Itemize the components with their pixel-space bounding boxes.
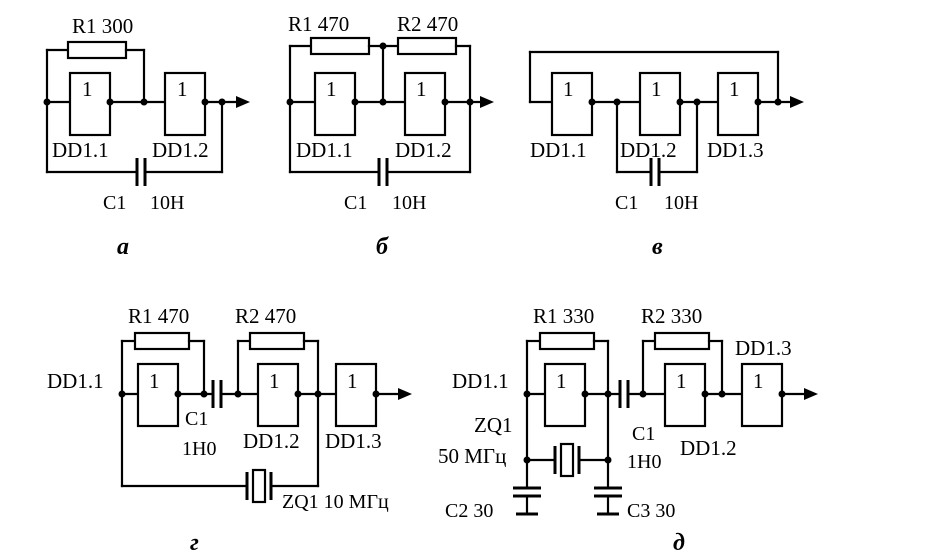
gate-dd1-2-symbol: 1	[177, 77, 188, 101]
r1-label: R1 330	[533, 304, 594, 328]
r1-label: R1 300	[72, 14, 133, 38]
panel-b: R1 470 R2 470 1 1 DD1.1 DD1.2 C1 10Н б	[286, 12, 494, 260]
panel-g: R1 470 R2 470 DD1.1 1 1 1 C1 1Н0 DD1.2 D…	[47, 304, 412, 551]
resistor-r2	[653, 331, 711, 351]
c1-name-label: C1	[615, 192, 638, 214]
resistor-r1	[66, 40, 128, 60]
gate-dd1-2	[163, 71, 207, 137]
resistor-r1	[309, 36, 371, 56]
panel-letter-d: д	[673, 530, 685, 551]
c1-value-label: 10Н	[150, 192, 184, 214]
c1-value-label: 10Н	[664, 192, 698, 214]
c1-value-label: 1Н0	[182, 438, 216, 460]
r1-label: R1 470	[288, 12, 349, 36]
dd1-3-label: DD1.3	[707, 138, 764, 162]
output-arrow	[804, 388, 818, 400]
gate-dd1-3	[334, 362, 378, 428]
gate-dd1-2	[663, 362, 707, 428]
c3-label: C3 30	[627, 500, 675, 522]
gate-dd1-1	[136, 362, 180, 428]
gate-dd1-1	[313, 71, 357, 137]
output-arrow	[480, 96, 494, 108]
dd1-1-input-label: DD1.1	[452, 369, 509, 393]
resistor-r1	[133, 331, 191, 351]
gate-dd1-2-symbol: 1	[676, 369, 687, 393]
dd1-1-label: DD1.1	[530, 138, 587, 162]
output-arrow	[236, 96, 250, 108]
gate-dd1-2	[638, 71, 682, 137]
output-arrow	[398, 388, 412, 400]
dd1-3-label: DD1.3	[735, 336, 792, 360]
gate-dd1-2-symbol: 1	[416, 77, 427, 101]
dd1-1-label: DD1.1	[52, 138, 109, 162]
zq1-label: ZQ1 10 МГц	[282, 491, 389, 513]
r2-label: R2 330	[641, 304, 702, 328]
c1-value-label: 10Н	[392, 192, 426, 214]
zq1-value-label: 50 МГц	[438, 444, 506, 468]
gate-dd1-1-symbol: 1	[556, 369, 567, 393]
dd1-3-label: DD1.3	[325, 429, 382, 453]
dd1-2-label: DD1.2	[680, 436, 737, 460]
dd1-2-label: DD1.2	[243, 429, 300, 453]
gate-dd1-1-symbol: 1	[563, 77, 574, 101]
r1-label: R1 470	[128, 304, 189, 328]
c1-value-label: 1Н0	[627, 451, 661, 473]
panel-a: R1 300 1 1 DD1.1 DD1.2 C1 10Н а	[43, 14, 250, 260]
gate-dd1-1-symbol: 1	[82, 77, 93, 101]
dd1-2-label: DD1.2	[620, 138, 677, 162]
resistor-r2	[248, 331, 306, 351]
panel-d: R1 330 R2 330 DD1.3 DD1.1 1 1 1 ZQ1 50 М…	[438, 304, 818, 551]
resistor-r2	[396, 36, 458, 56]
panel-letter-b: б	[376, 234, 389, 260]
c2-label: C2 30	[445, 500, 493, 522]
crystal-zq1	[251, 468, 267, 504]
c1-name-label: C1	[344, 192, 367, 214]
zq1-name-label: ZQ1	[474, 413, 513, 437]
gate-dd1-2-symbol: 1	[651, 77, 662, 101]
gate-dd1-3-symbol: 1	[729, 77, 740, 101]
r2-label: R2 470	[235, 304, 296, 328]
panel-letter-g: г	[190, 530, 199, 551]
c1-name-label: C1	[103, 192, 126, 214]
panel-letter-a: а	[117, 234, 129, 260]
dd1-1-label: DD1.1	[296, 138, 353, 162]
gate-dd1-1	[550, 71, 594, 137]
crystal-zq1	[559, 442, 575, 478]
gate-dd1-1-symbol: 1	[326, 77, 337, 101]
dd1-1-input-label: DD1.1	[47, 369, 104, 393]
gate-dd1-2-symbol: 1	[269, 369, 280, 393]
output-arrow	[790, 96, 804, 108]
c1-name-label: C1	[185, 408, 208, 430]
c1-name-label: C1	[632, 423, 655, 445]
dd1-2-label: DD1.2	[395, 138, 452, 162]
r2-label: R2 470	[397, 12, 458, 36]
panel-letter-v: в	[652, 234, 663, 260]
gate-dd1-1-symbol: 1	[149, 369, 160, 393]
dd1-2-label: DD1.2	[152, 138, 209, 162]
panel-v: 1 1 1 DD1.1 DD1.2 DD1.3 C1 10Н в	[528, 50, 804, 260]
gate-dd1-3-symbol: 1	[347, 369, 358, 393]
resistor-r1	[538, 331, 596, 351]
gate-dd1-3-symbol: 1	[753, 369, 764, 393]
